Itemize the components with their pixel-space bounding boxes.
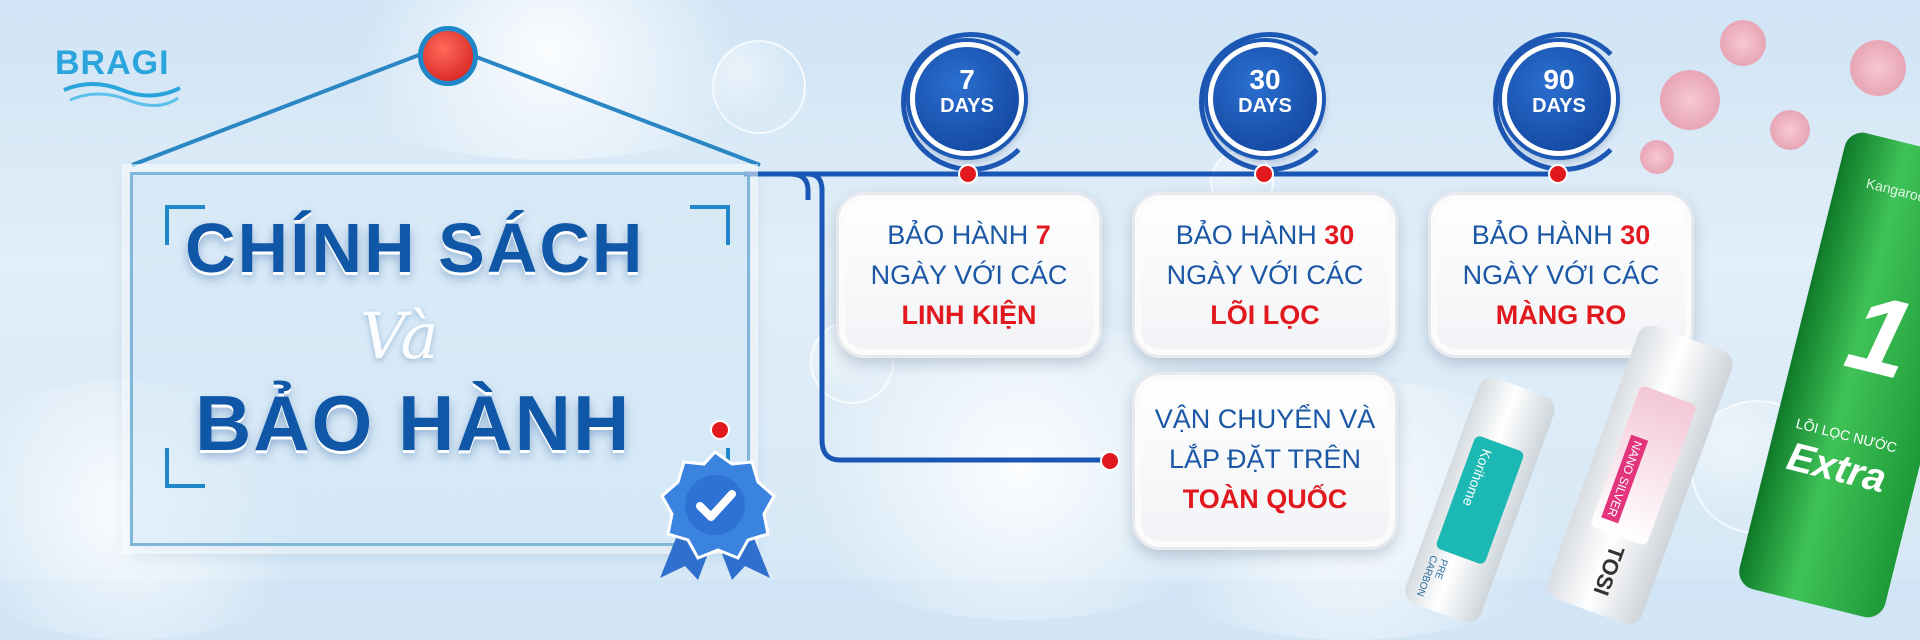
card-number: 30: [1324, 220, 1355, 250]
day-badge-unit: DAYS: [1532, 95, 1586, 117]
sign-corner-bracket: [165, 448, 205, 488]
day-badge-30: 30 DAYS: [1208, 42, 1322, 156]
sign-title-line1: CHÍNH SÁCH: [185, 209, 645, 287]
timeline-dot: [1100, 451, 1120, 471]
warranty-card-filter: BẢO HÀNH 30 NGÀY VỚI CÁC LÕI LỌC: [1132, 192, 1398, 358]
hanging-pin-icon: [418, 26, 478, 86]
card-line2: LẮP ĐẶT TRÊN: [1168, 444, 1362, 474]
sign-title-connector: Và: [360, 300, 439, 374]
card-highlight: TOÀN QUỐC: [1182, 484, 1348, 514]
blossom-decoration: [1850, 40, 1906, 96]
card-line2: NGÀY VỚI CÁC: [870, 260, 1068, 290]
card-number: 7: [1035, 220, 1051, 250]
card-highlight: MÀNG RO: [1495, 300, 1627, 330]
day-badge-90: 90 DAYS: [1502, 42, 1616, 156]
card-line1: BẢO HÀNH: [887, 220, 1029, 250]
day-badge-7: 7 DAYS: [910, 42, 1024, 156]
day-badge-number: 7: [959, 64, 975, 95]
day-badge-number: 90: [1543, 64, 1575, 95]
blossom-decoration: [1660, 70, 1720, 130]
card-highlight: LÕI LỌC: [1210, 300, 1320, 330]
certified-badge-icon: [660, 450, 776, 580]
card-line2: NGÀY VỚI CÁC: [1166, 260, 1364, 290]
sign-corner-bracket: [690, 205, 730, 245]
card-line2: NGÀY VỚI CÁC: [1462, 260, 1660, 290]
product-brand-text: TOSI: [1588, 542, 1630, 599]
timeline-dot: [1254, 164, 1274, 184]
blossom-decoration: [1770, 110, 1810, 150]
timeline-dot: [958, 164, 978, 184]
blossom-decoration: [1640, 140, 1674, 174]
shipping-card: VẬN CHUYỂN VÀ LẮP ĐẶT TRÊN TOÀN QUỐC: [1132, 372, 1398, 550]
day-badge-unit: DAYS: [1238, 95, 1292, 117]
brand-logo-text: BRAGI: [55, 44, 170, 82]
card-highlight: LINH KIỆN: [901, 300, 1037, 330]
sign-corner-bracket: [165, 205, 205, 245]
background-bubble: [712, 40, 806, 134]
card-line1: VẬN CHUYỂN VÀ: [1154, 404, 1376, 434]
card-line1: BẢO HÀNH: [1175, 220, 1317, 250]
product-maker-text: Kangaroo: [1864, 174, 1920, 206]
card-number: 30: [1620, 220, 1651, 250]
blossom-decoration: [1720, 20, 1766, 66]
sign-board: [130, 172, 750, 546]
product-label-text: PRE CARBON: [1413, 553, 1450, 598]
timeline-dot: [1548, 164, 1568, 184]
warranty-card-parts: BẢO HÀNH 7 NGÀY VỚI CÁC LINH KIỆN: [836, 192, 1102, 358]
product-number-text: 1: [1835, 269, 1920, 404]
day-badge-unit: DAYS: [940, 95, 994, 117]
logo-wave-icon: [63, 82, 181, 107]
card-line1: BẢO HÀNH: [1471, 220, 1613, 250]
sign-dot: [710, 420, 730, 440]
sign-title-line2: BẢO HÀNH: [195, 379, 632, 467]
brand-logo[interactable]: BRAGI: [55, 44, 170, 83]
day-badge-number: 30: [1249, 64, 1281, 95]
